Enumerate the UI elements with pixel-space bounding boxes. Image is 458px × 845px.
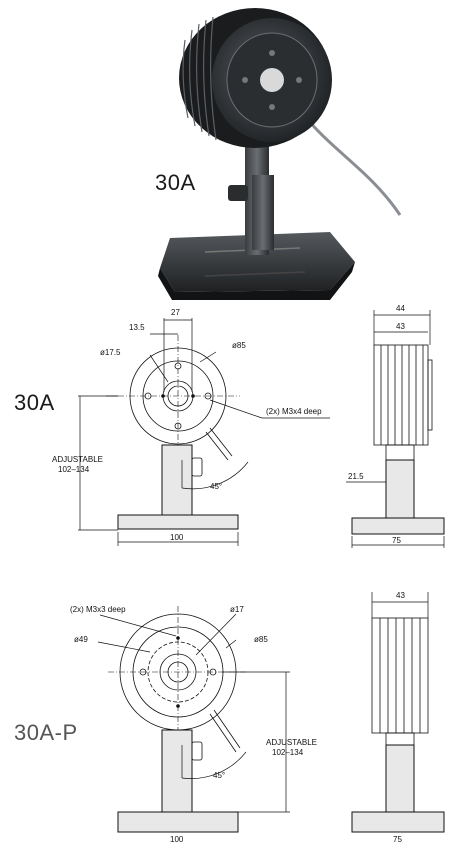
holes-note-30ap: (2x) M3x3 deep xyxy=(70,605,126,614)
dia-17-5: ø17.5 xyxy=(100,348,121,357)
angle-45: 45° xyxy=(210,482,222,491)
front-view-30ap xyxy=(97,606,290,833)
product-photo xyxy=(158,8,402,300)
width-75: 75 xyxy=(392,536,401,545)
drawing-30a: 27 13.5 ø17.5 ø85 (2x) M3x4 deep ADJUSTA… xyxy=(52,304,445,548)
dim-43: 43 xyxy=(396,322,405,331)
dia-85: ø85 xyxy=(232,341,246,350)
width-100-30ap: 100 xyxy=(170,835,184,844)
adjustable-label-30ap: ADJUSTABLE xyxy=(266,738,317,747)
dim-43-30ap: 43 xyxy=(396,591,405,600)
adjustable-range: 102–134 xyxy=(58,465,90,474)
side-view-30ap xyxy=(351,592,445,833)
holes-note: (2x) M3x4 deep xyxy=(266,407,322,416)
dim-13-5: 13.5 xyxy=(129,323,145,332)
dia-49: ø49 xyxy=(74,635,88,644)
drawing-30a-label: 30A xyxy=(14,390,55,415)
dia-85-30ap: ø85 xyxy=(254,635,268,644)
front-view-30a xyxy=(78,318,330,546)
adjustable-label: ADJUSTABLE xyxy=(52,455,103,464)
drawing-30ap-label: 30A-P xyxy=(14,720,78,745)
width-75-30ap: 75 xyxy=(393,835,402,844)
drawing-30ap: (2x) M3x3 deep ø17 ø49 ø85 ADJUSTABLE 10… xyxy=(70,591,445,844)
dim-44: 44 xyxy=(396,304,405,313)
width-100: 100 xyxy=(170,533,184,542)
photo-label: 30A xyxy=(155,170,196,195)
dim-27: 27 xyxy=(171,308,180,317)
dia-17: ø17 xyxy=(230,605,244,614)
side-view-30a xyxy=(346,310,445,548)
angle-45-30ap: 45° xyxy=(213,771,225,780)
adjustable-range-30ap: 102–134 xyxy=(272,748,304,757)
dim-21-5: 21.5 xyxy=(348,472,364,481)
